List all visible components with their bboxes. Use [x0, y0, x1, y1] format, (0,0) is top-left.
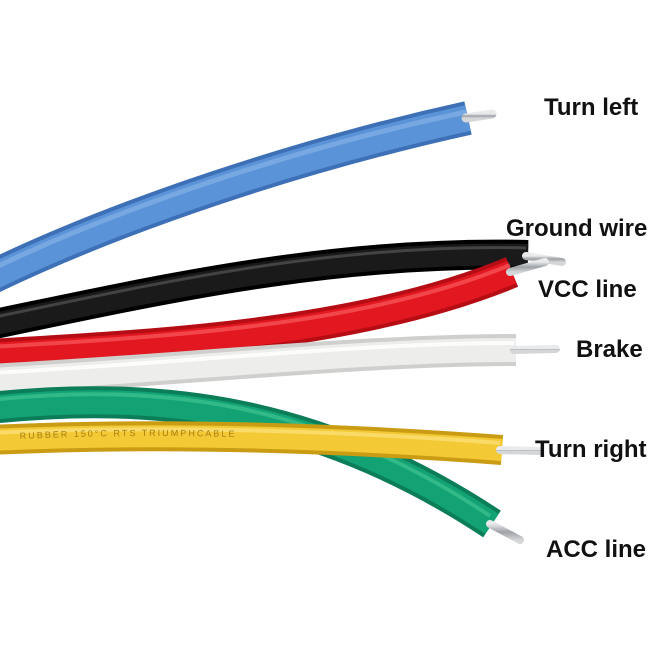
label-turn-left: Turn left	[544, 94, 639, 121]
label-turn-right: Turn right	[535, 436, 647, 463]
yellow-wire-tip	[496, 446, 544, 455]
yellow-wire: RUBBER 150°C RTS TRIUMPHCABLE	[0, 421, 544, 465]
black-wire	[0, 239, 566, 339]
yellow-wire-print: RUBBER 150°C RTS TRIUMPHCABLE	[20, 428, 237, 441]
blue-wire-tip	[461, 109, 497, 123]
green-wire	[0, 386, 524, 544]
blue-wire	[0, 101, 497, 293]
red-wire	[0, 257, 549, 371]
white-wire	[0, 334, 560, 396]
label-ground-wire: Ground wire	[506, 215, 648, 242]
label-brake: Brake	[576, 336, 643, 363]
label-acc-line: ACC line	[546, 536, 647, 563]
label-vcc-line: VCC line	[538, 276, 637, 303]
green-wire-tip	[486, 520, 524, 544]
white-wire-tip	[510, 345, 560, 354]
red-wire-tip	[506, 258, 549, 276]
